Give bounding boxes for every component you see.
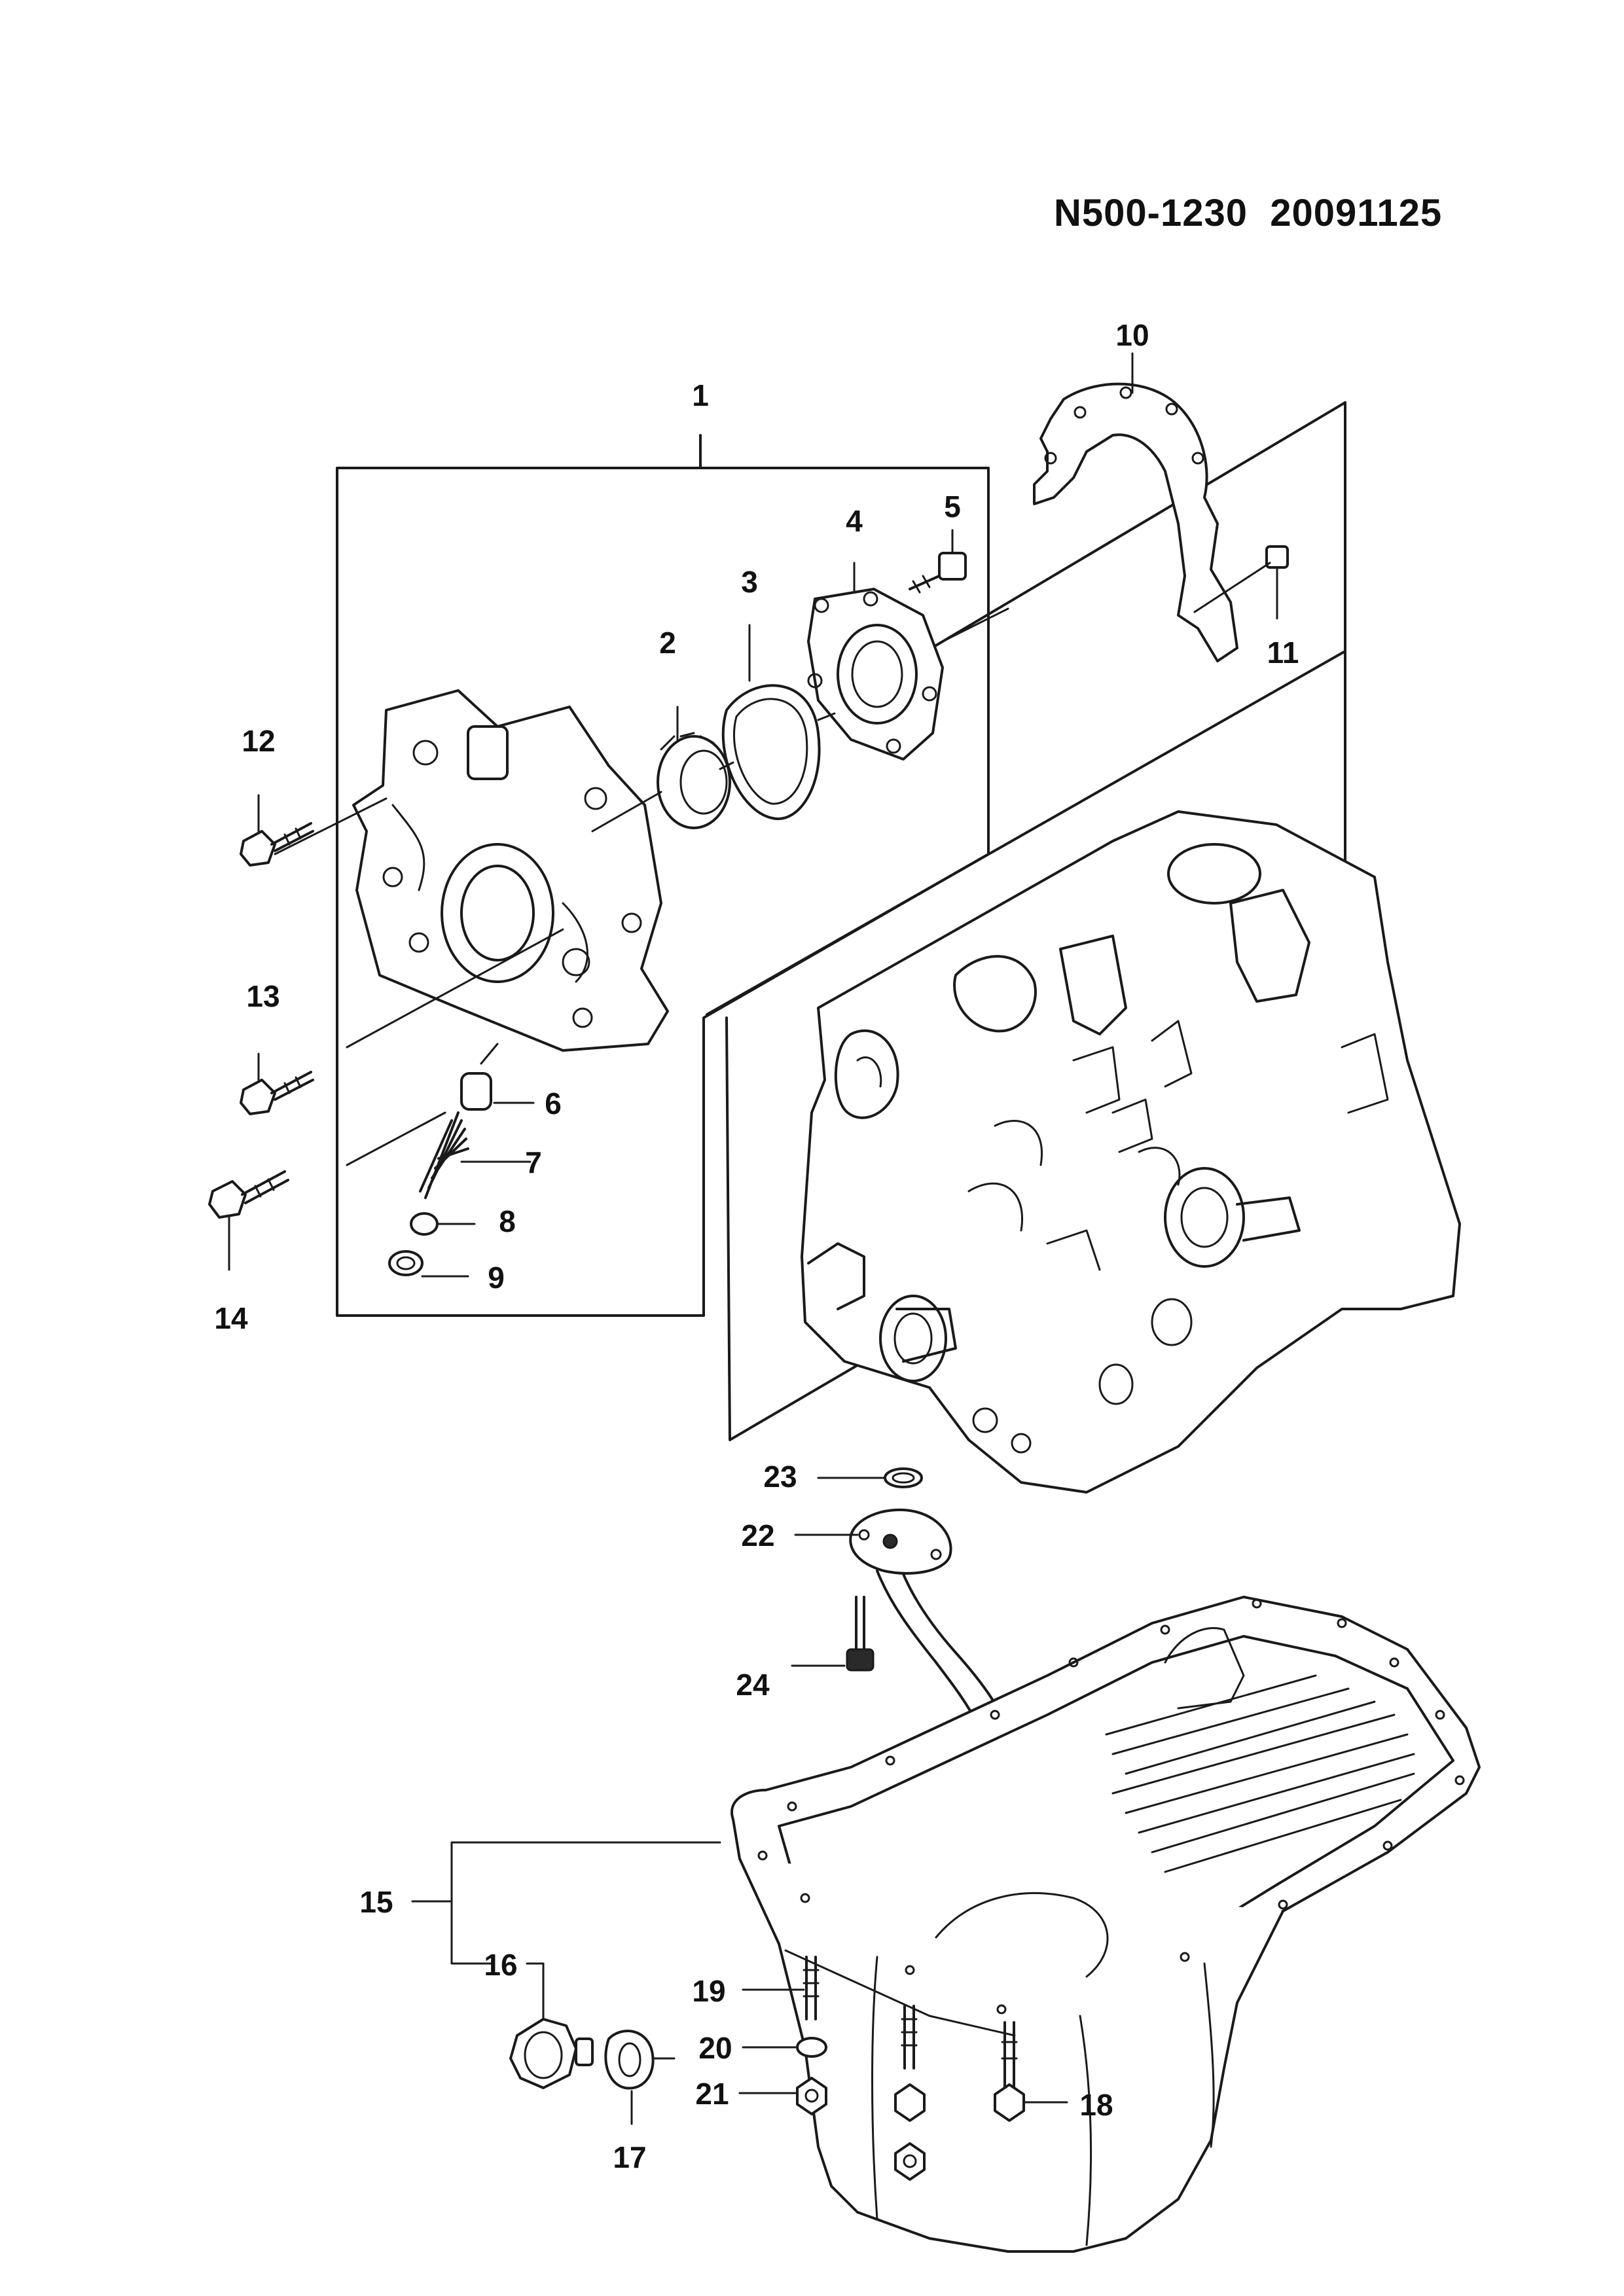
callout-15: 15: [359, 1885, 393, 1919]
oil-pump-group-box: [336, 434, 990, 1317]
callout-19: 19: [692, 1974, 725, 2008]
cover-screw: [909, 529, 967, 594]
callout-24: 24: [736, 1668, 770, 1702]
drain-plug: [509, 1962, 594, 2089]
callout-18: 18: [1079, 2088, 1113, 2122]
callout-7: 7: [525, 1145, 542, 1179]
outer-rotor-ring: [721, 624, 821, 821]
pump-cover: [807, 562, 944, 761]
pump-bolt-upper: [240, 794, 314, 867]
date-code: 20091125: [1270, 192, 1443, 234]
callout-10: 10: [1115, 318, 1149, 352]
callout-5: 5: [944, 490, 961, 524]
callout-2: 2: [659, 626, 676, 660]
relief-valve-plug: [388, 1250, 469, 1278]
callout-3: 3: [741, 565, 758, 599]
callout-4: 4: [846, 504, 863, 538]
callout-1: 1: [692, 378, 709, 412]
callout-17: 17: [613, 2140, 646, 2174]
inner-rotor: [657, 706, 731, 829]
oil-pump-body: [352, 689, 669, 1052]
callout-13: 13: [246, 979, 280, 1013]
oil-pan-bolt: [994, 2021, 1068, 2122]
callout-14: 14: [214, 1301, 248, 1335]
callout-20: 20: [698, 2031, 732, 2065]
strainer-bolt: [791, 1596, 875, 1672]
callout-16: 16: [484, 1948, 517, 1982]
strainer-o-ring: [817, 1467, 923, 1488]
stud-nut: [738, 2077, 827, 2115]
oil-pan-stud: [742, 1956, 820, 2020]
exploded-leader-lines: [274, 607, 1009, 1166]
pump-bolt-middle: [240, 1052, 314, 1115]
document-code: N500-1230 20091125: [1054, 191, 1442, 235]
oil-pan-stud-2: [894, 2005, 926, 2181]
drain-plug-gasket: [604, 2030, 676, 2125]
callout-11: 11: [1267, 636, 1299, 670]
relief-valve-plunger: [460, 1072, 535, 1111]
cover-bolt: [1193, 545, 1289, 620]
callout-9: 9: [488, 1261, 505, 1295]
pump-bolt-lower: [208, 1170, 289, 1271]
relief-valve-spring: [419, 1111, 532, 1199]
callout-22: 22: [741, 1518, 774, 1552]
part-number: N500-1230: [1054, 192, 1248, 234]
engine-block: [801, 810, 1461, 1494]
callout-6: 6: [545, 1086, 562, 1121]
callout-8: 8: [499, 1204, 516, 1238]
callout-21: 21: [695, 2077, 729, 2111]
stud-washer: [742, 2037, 827, 2058]
callout-labels: 1 2 3 4 5 6 7 8 9 10 11 12 13 14 15 16 1…: [214, 318, 1299, 2174]
relief-valve-washer: [410, 1212, 476, 1236]
oil-pan: [411, 1596, 1481, 2253]
timing-cover-plate: [1033, 352, 1238, 662]
callout-12: 12: [242, 724, 275, 758]
callout-23: 23: [763, 1460, 797, 1494]
